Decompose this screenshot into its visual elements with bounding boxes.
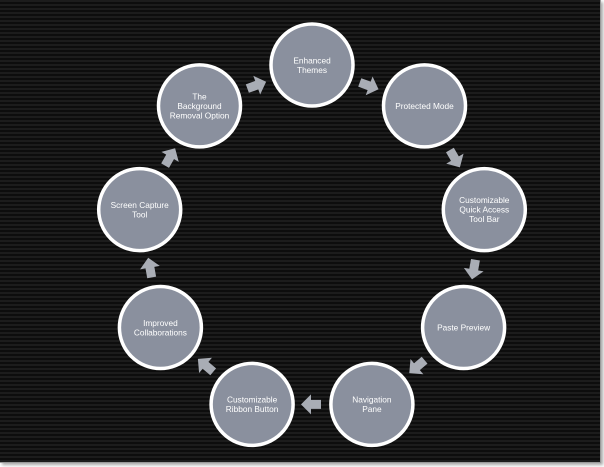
cycle-arrow: [463, 258, 484, 280]
cycle-arrow: [301, 394, 321, 415]
cycle-node: Paste Preview: [420, 284, 507, 371]
arrow-shape: [245, 75, 267, 95]
arrow-shape: [409, 356, 428, 375]
cycle-arrow: [358, 76, 379, 96]
cycle-arrow: [140, 257, 160, 279]
node-circle: [96, 166, 183, 253]
node-label-line: Themes: [297, 65, 327, 75]
node-circle: [441, 166, 528, 253]
arrow-shape: [358, 76, 379, 96]
node-label-line: Screen Capture: [111, 200, 169, 210]
node-circle: [420, 284, 507, 371]
node-label-line: Protected Mode: [395, 101, 454, 111]
arrow-shape: [463, 258, 484, 280]
cycle-arrow: [197, 357, 217, 376]
node-label-line: Ribbon Button: [226, 404, 279, 414]
node-label-line: Improved: [143, 318, 178, 328]
node-label-line: Customizable: [227, 395, 278, 405]
node-circle: [209, 361, 295, 448]
node-circle: [329, 361, 415, 448]
cycle-arrow: [446, 147, 464, 168]
arrow-shape: [446, 147, 464, 168]
node-label-line: Removal Option: [170, 110, 230, 120]
node-label-line: The: [192, 91, 207, 101]
node-label-line: Background: [177, 101, 222, 111]
arrow-shape: [301, 394, 321, 415]
node-label-line: Collaborations: [134, 327, 187, 337]
cycle-arrow: [409, 356, 428, 375]
node-label-line: Tool Bar: [469, 214, 500, 224]
arrow-shape: [197, 357, 217, 376]
cycle-arrow: [245, 75, 267, 95]
node-label: Paste Preview: [437, 323, 491, 333]
arrow-shape: [161, 148, 179, 168]
node-label-line: Quick Access: [459, 205, 509, 215]
node-circle: [381, 63, 468, 149]
node-circle: [269, 22, 355, 108]
node-label-line: Enhanced: [293, 55, 331, 65]
node-circle: [156, 63, 243, 149]
arrow-shape: [140, 257, 160, 279]
node-label-line: Customizable: [459, 195, 510, 205]
node-label-line: Pane: [362, 404, 382, 414]
node-label-line: Paste Preview: [437, 323, 491, 333]
cycle-node: Protected Mode: [381, 63, 468, 149]
node-label: Protected Mode: [395, 101, 454, 111]
cycle-arrow: [161, 148, 179, 168]
node-label-line: Navigation: [352, 395, 392, 405]
node-label-line: Tool: [132, 209, 147, 219]
node-circle: [117, 284, 204, 371]
